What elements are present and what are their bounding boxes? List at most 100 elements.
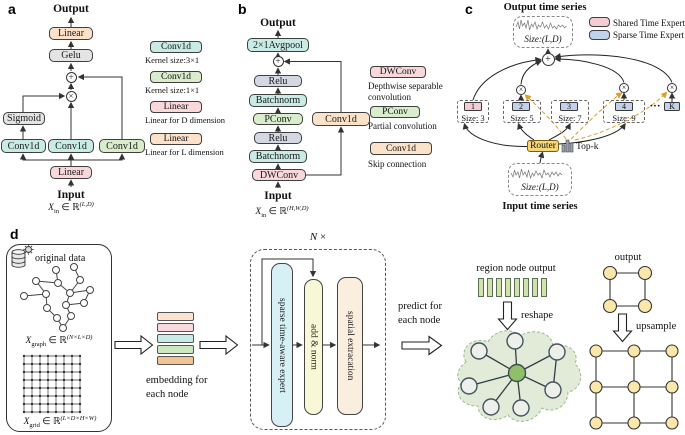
panel-b-arrows (274, 29, 345, 188)
d-xgraph-var: X (25, 336, 32, 347)
d-xgraph-formula: Xgraph ∈ ℝ(N×L×D) (12, 334, 106, 348)
a-legend-desc-linear-l: Linear for L dimension (145, 147, 224, 157)
c-input-title: Input time series (502, 201, 578, 212)
b-formula-var: X (255, 207, 262, 218)
d-embedding-label: embedding for each node (146, 375, 208, 400)
output-2x2-graph (602, 265, 653, 314)
d-region-bar-4 (505, 278, 511, 297)
arrow-upsample (612, 313, 633, 343)
a-output-label: Output (53, 3, 89, 15)
b-avgpool-block: 2×1Avgpool (247, 38, 309, 52)
d-region-bar-6 (523, 278, 529, 297)
c-legend-sparse-label: Sparse Time Expert (613, 30, 684, 40)
a-add-operator: + (65, 71, 77, 83)
b-batchnorm1-block: Batchnorm (249, 94, 307, 107)
d-region-output-label: region node output (476, 263, 556, 274)
c-expert-2-chip: 2 (512, 102, 530, 111)
d-reshape-label: reshape (521, 310, 554, 321)
c-experts-ellipsis: ··· (649, 100, 661, 112)
d-predict-label: predict for each node (398, 301, 443, 326)
d-spatial-extraction-block: spatial extracation (337, 277, 363, 415)
c-gate-operator-k: × (667, 82, 677, 93)
c-expert-2-box (503, 100, 541, 123)
a-legend-chip-linear-l: Linear (150, 133, 202, 145)
d-original-data-label: original data (35, 253, 86, 264)
a-formula-var: X (48, 203, 54, 214)
d-original-data-box (6, 244, 112, 432)
a-multiply-operator: × (65, 90, 77, 102)
b-formula-sup: (H,W,D) (286, 205, 309, 212)
d-embedding-bar-4 (157, 345, 194, 354)
c-expert-k-chip: K (664, 102, 680, 111)
d-region-bar-3 (496, 278, 502, 297)
c-gate-operator-4: × (619, 82, 629, 93)
a-conv1d-left-block: Conv1d (1, 139, 46, 153)
d-times-symbol: × (317, 231, 327, 243)
c-output-title: Output time series (503, 2, 587, 13)
a-legend-desc-conv3: Kernel size:3×1 (145, 55, 200, 65)
c-legend-shared-swatch (589, 17, 610, 27)
d-region-bar-2 (487, 278, 493, 297)
panel-a-arrows (19, 16, 126, 187)
upsampled-3x3-graph (589, 344, 679, 430)
b-legend-desc-dwconv: Depthwise separable convolution (368, 81, 443, 103)
d-region-bar-8 (541, 278, 547, 297)
panel-a-label: a (8, 1, 16, 17)
b-input-label: Input (264, 190, 292, 202)
topk-icon (561, 139, 574, 153)
c-topk-label: Top-k (576, 141, 599, 152)
d-add-norm-block: add & norm (304, 279, 323, 415)
b-formula-sub: in (261, 212, 267, 220)
arrow-to-block (199, 334, 239, 356)
d-embedding-bar-5 (157, 356, 194, 365)
panel-b-label: b (238, 1, 247, 17)
d-n-symbol: N (309, 231, 318, 243)
c-router-block: Router (527, 140, 559, 152)
d-upsample-label: upsample (636, 321, 677, 332)
arrow-predict (401, 335, 443, 356)
region-blob-graph (457, 330, 582, 422)
b-dwconv-block: DWConv (252, 169, 306, 181)
c-input-size-label: Size:(L,D) (521, 182, 559, 192)
c-input-series-box (508, 163, 572, 196)
d-xgraph-rel: ∈ ℝ (46, 336, 67, 347)
c-output-size-label: Size:(L,D) (524, 34, 562, 44)
c-expert-4-size: Size: 9 (612, 112, 636, 123)
c-sum-operator: + (541, 53, 555, 66)
arrow-embed (114, 334, 154, 356)
b-input-formula: Xin ∈ ℝ(H,W,D) (246, 205, 318, 219)
c-expert-1-size: Size: 3 (461, 112, 485, 123)
d-region-bar-5 (514, 278, 520, 297)
c-expert-1-box (457, 100, 489, 123)
c-expert-3-size: Size: 7 (558, 112, 582, 123)
b-legend-desc-pconv: Partial convolution (368, 121, 437, 131)
b-legend-chip-pconv: PConv (370, 106, 420, 118)
c-output-series-box (513, 16, 573, 48)
d-embedding-bar-1 (157, 312, 194, 321)
b-output-label: Output (260, 17, 296, 29)
b-formula-rel: ∈ ℝ (266, 207, 287, 218)
d-xgrid-sub: grid (29, 422, 40, 430)
a-legend-chip-linear-d: Linear (150, 101, 202, 113)
panel-d-label: d (10, 226, 19, 242)
a-gelu-block: Gelu (49, 49, 93, 62)
d-region-bar-1 (478, 278, 484, 297)
a-linear-top-block: Linear (49, 27, 93, 40)
b-legend-chip-dwconv: DWConv (370, 66, 426, 78)
d-xgraph-sup: (N×L×D) (66, 334, 93, 341)
d-output-label: output (614, 252, 642, 263)
a-legend-chip-conv3: Conv1d (150, 41, 202, 53)
c-expert-3-box (551, 100, 589, 123)
c-legend-shared-label: Shared Time Expert (613, 17, 685, 28)
d-xgrid-var: X (23, 417, 30, 428)
c-expert-4-box (603, 100, 645, 123)
c-expert-1-chip: 1 (464, 102, 482, 111)
a-formula-sup: (L,D) (79, 201, 94, 208)
b-legend-chip-conv1d: Conv1d (370, 142, 432, 155)
d-sparse-expert-block: sparse time-aware expert (271, 263, 293, 427)
a-legend-chip-conv1: Conv1d (150, 71, 202, 83)
a-legend-desc-conv1: Kernel size:1×1 (145, 85, 200, 95)
panel-c-label: c (465, 1, 473, 17)
d-embedding-bar-3 (157, 334, 194, 343)
